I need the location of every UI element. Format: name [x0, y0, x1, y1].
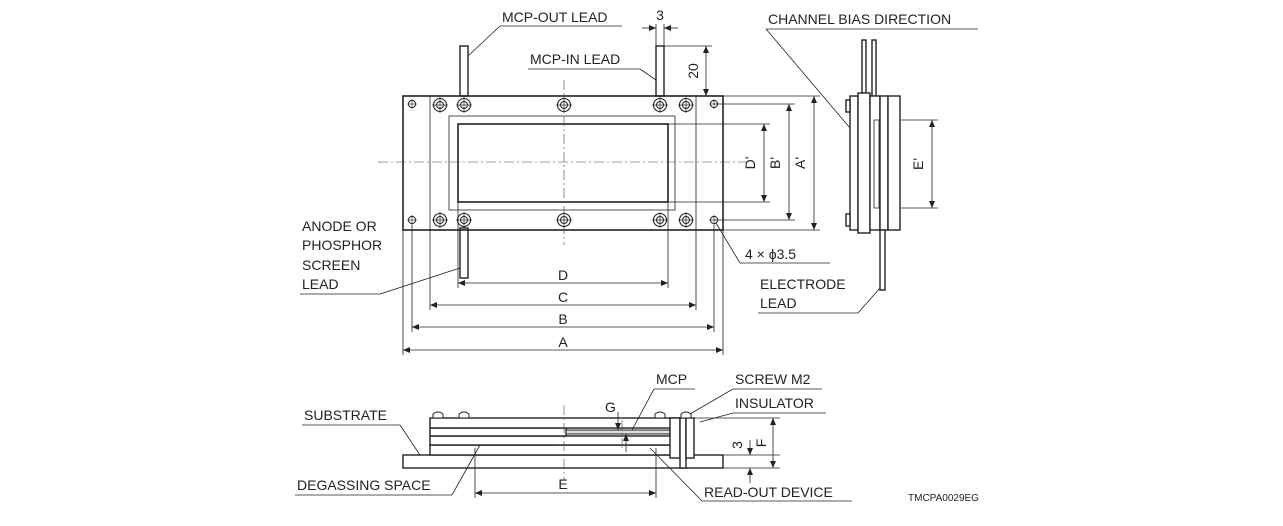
- active-area: [457, 123, 669, 203]
- dim-e-prime: E': [910, 158, 926, 170]
- window-frame: [448, 115, 676, 211]
- screw: [431, 211, 449, 229]
- mcp-out-lead: [459, 45, 469, 97]
- label-mcp-out-lead: MCP-OUT LEAD: [502, 9, 608, 25]
- label-electrode-1: ELECTRODE: [760, 276, 846, 292]
- label-channel-bias: CHANNEL BIAS DIRECTION: [768, 11, 951, 27]
- dim-d: D: [558, 267, 568, 283]
- mcp-in-lead: [655, 45, 665, 97]
- dim-d-prime: D': [742, 157, 758, 170]
- dim-g: G: [605, 399, 616, 415]
- screw: [455, 96, 473, 114]
- screw: [651, 96, 669, 114]
- screw: [677, 211, 695, 229]
- dim-a: A: [558, 334, 568, 350]
- dim-a-prime: A': [792, 157, 808, 169]
- drawing-code: TMCPA0029EG: [908, 493, 979, 504]
- mcp-frame: [429, 95, 697, 231]
- mounting-hole: [406, 98, 418, 110]
- screw: [431, 96, 449, 114]
- label-degassing: DEGASSING SPACE: [297, 477, 431, 493]
- dim-b-prime: B': [767, 157, 783, 169]
- label-hole-spec: 4 × ϕ3.5: [745, 246, 796, 262]
- dim-three: 3: [729, 441, 745, 449]
- label-substrate: SUBSTRATE: [304, 407, 387, 423]
- label-anode-1: ANODE OR: [302, 218, 377, 234]
- label-mcp-in-lead: MCP-IN LEAD: [530, 51, 620, 67]
- dim-b: B: [558, 311, 567, 327]
- label-anode-4: LEAD: [302, 276, 339, 292]
- label-insulator: INSULATOR: [735, 395, 814, 411]
- label-screw: SCREW M2: [735, 371, 811, 387]
- screw: [677, 96, 695, 114]
- side-plate: [849, 95, 859, 231]
- label-mcp: MCP: [656, 371, 687, 387]
- screw: [651, 211, 669, 229]
- side-view: E' CHANNEL BIAS DIRECTION ELECTRODE LEAD: [758, 11, 978, 314]
- anode-lead: [459, 227, 469, 279]
- dim-c: C: [558, 289, 568, 305]
- dim-f: F: [753, 439, 769, 448]
- dim-lead-height: 20: [685, 63, 701, 79]
- mcp-plate: [565, 429, 671, 435]
- dim-lead-width: 3: [656, 7, 664, 23]
- label-electrode-2: LEAD: [760, 295, 797, 311]
- label-anode-2: PHOSPHOR: [302, 237, 382, 253]
- dim-e: E: [558, 476, 567, 492]
- section-view: G 3 F E MCP SCREW M2 INSULATOR SUBSTRATE…: [295, 371, 979, 504]
- screw: [555, 96, 573, 114]
- label-anode-3: SCREEN: [302, 257, 360, 273]
- mounting-hole: [406, 214, 418, 226]
- electrode-lead: [879, 229, 886, 291]
- label-readout: READ-OUT DEVICE: [704, 484, 833, 500]
- screw: [555, 211, 573, 229]
- top-view: D C B A D' B' A' 3 20 MCP-OUT LEAD MCP-I…: [300, 7, 830, 355]
